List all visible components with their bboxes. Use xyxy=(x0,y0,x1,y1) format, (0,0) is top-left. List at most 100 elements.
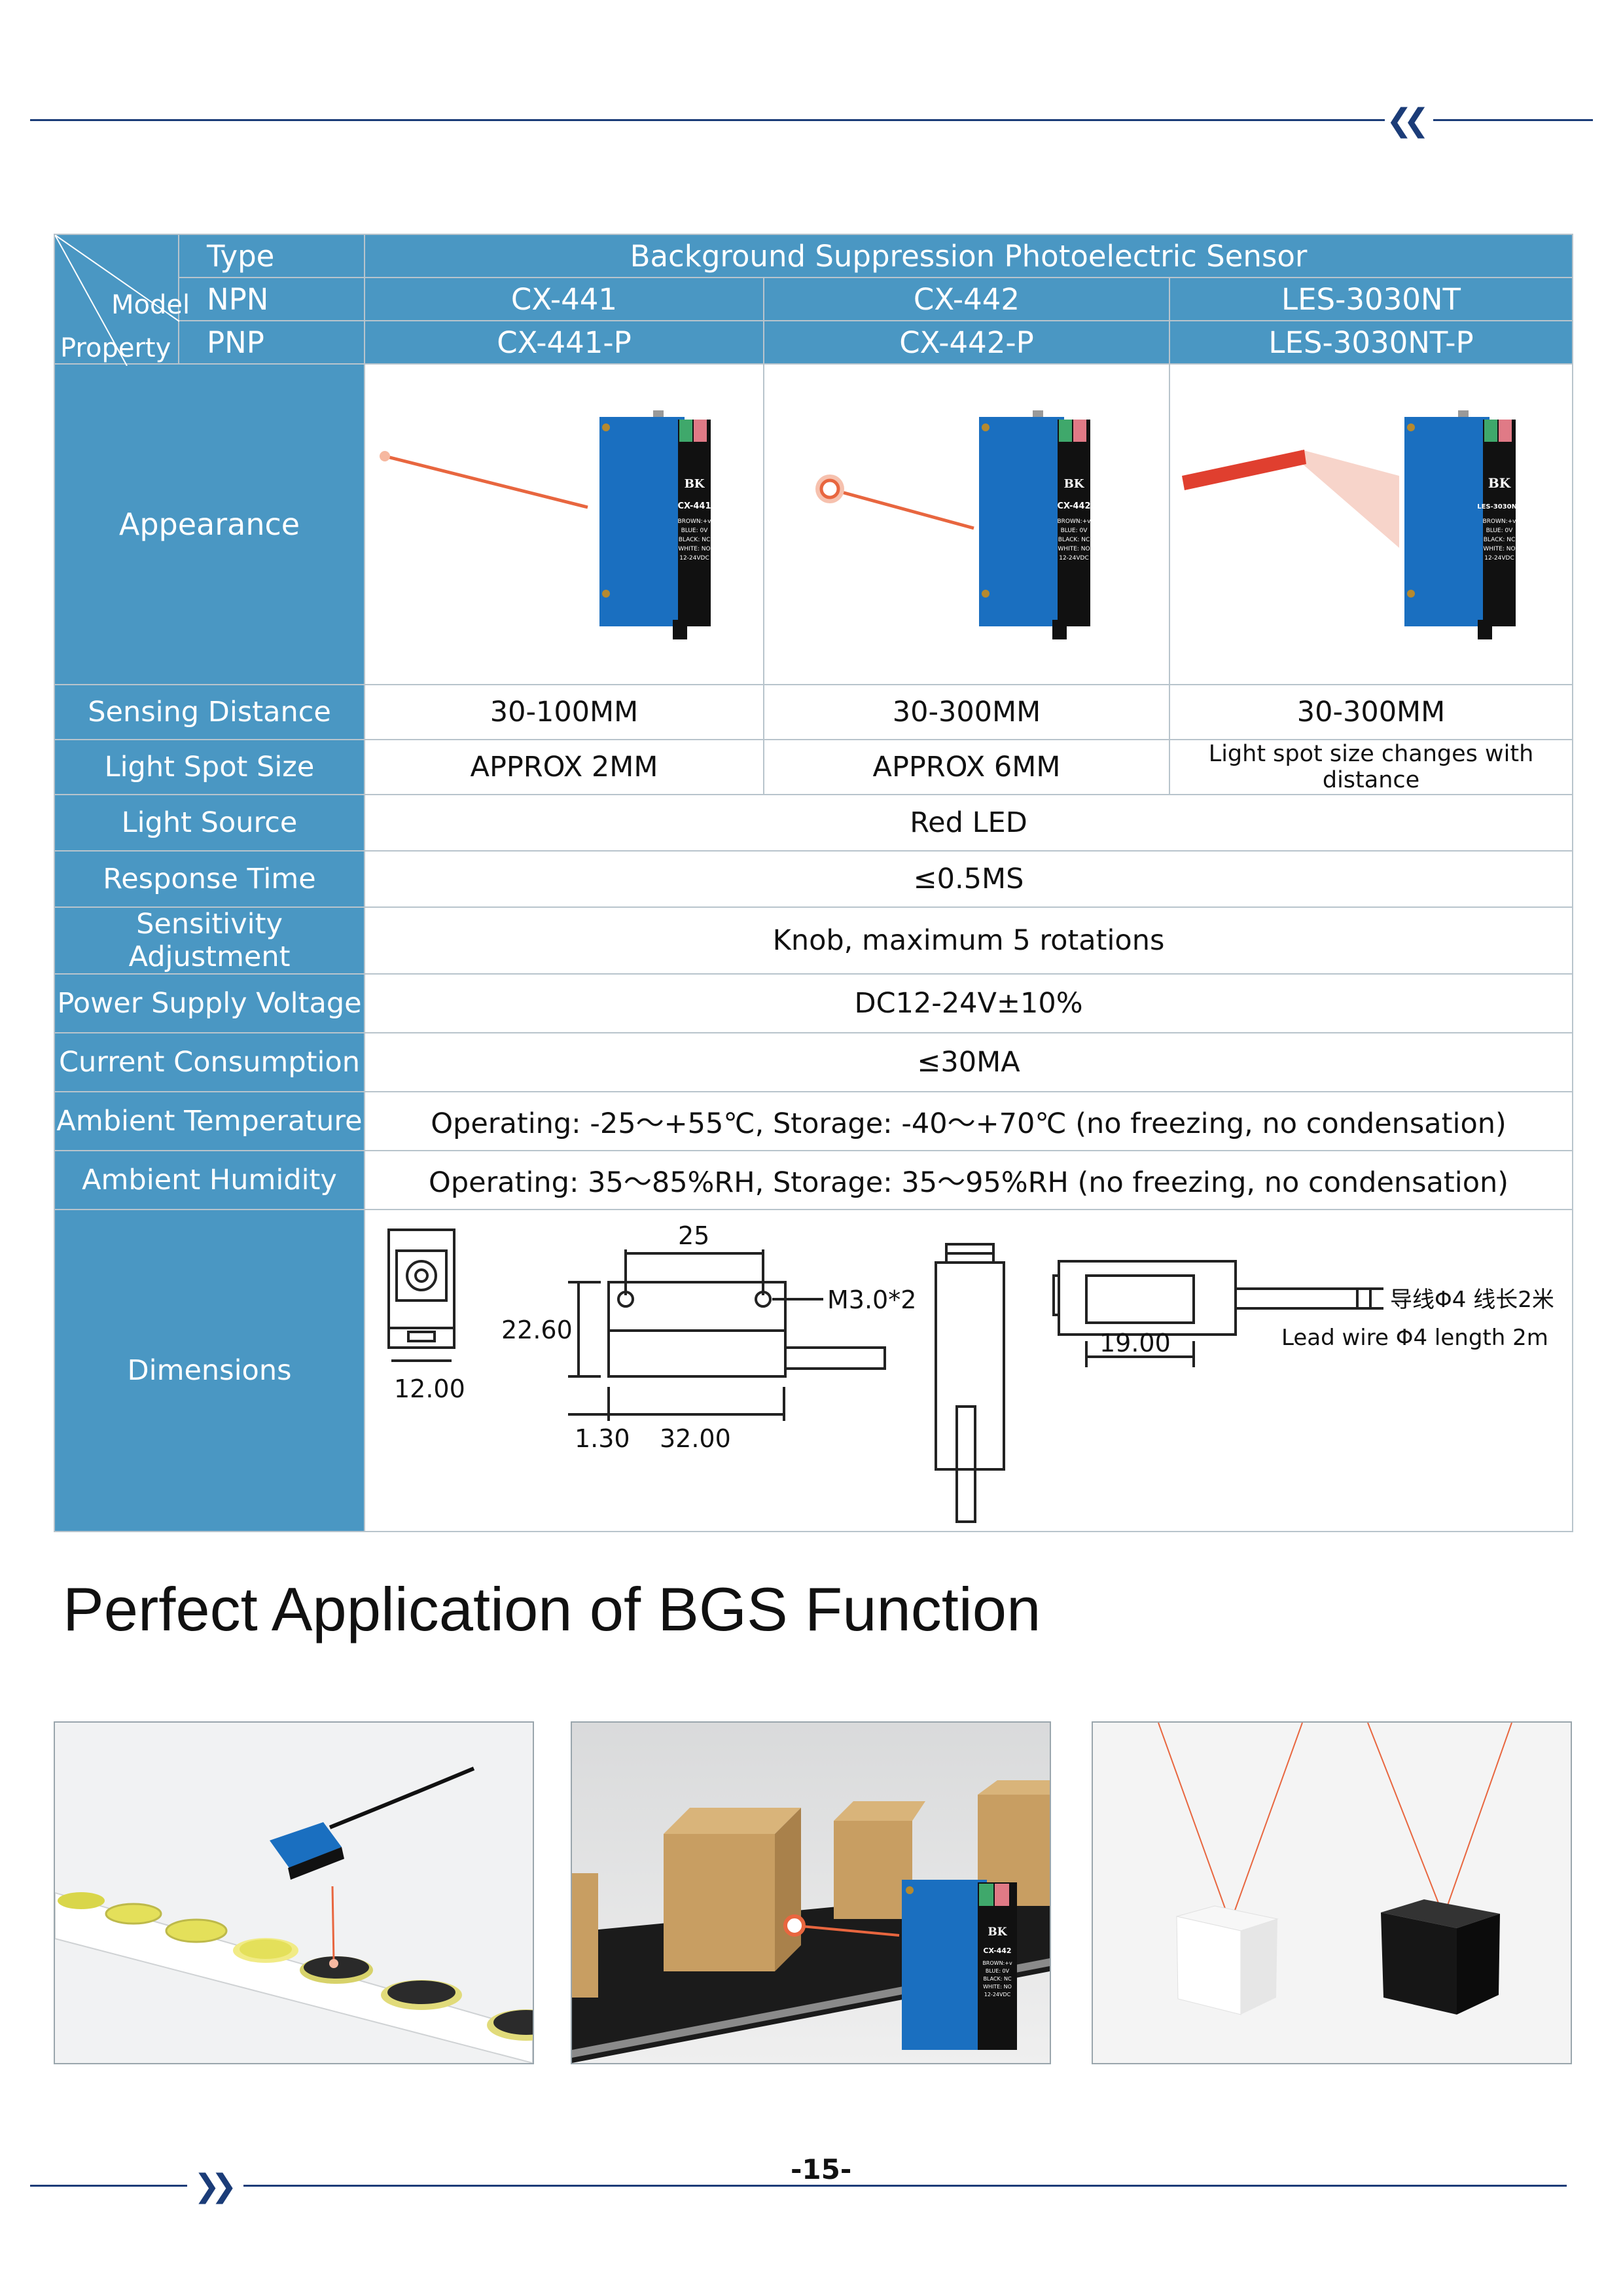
diagonal-divider xyxy=(55,235,179,366)
sensor-brand-text: BK xyxy=(685,477,705,491)
laser-beam-thin xyxy=(380,451,588,509)
conveyor-illustration xyxy=(55,1723,533,2063)
page-number: -15- xyxy=(791,2153,852,2185)
npn-model-1: CX-441 xyxy=(364,277,764,321)
dim-length: 32.00 xyxy=(660,1424,731,1453)
boxes-illustration: BK CX-442 BROWN:+v BLUE: 0V BLACK: NC WH… xyxy=(572,1723,1050,2063)
type-value: Background Suppression Photoelectric Sen… xyxy=(363,234,1574,278)
ambient-temperature-row: Ambient Temperature Operating: -25～+55℃,… xyxy=(54,1091,1574,1151)
sensor-spec-line: BROWN:+v xyxy=(1482,518,1516,525)
corner-model-label: Model xyxy=(111,290,190,320)
sensor-spec-line: 12-24VDC xyxy=(679,555,709,562)
sensor-spec-line: BLACK: NC xyxy=(1058,537,1090,543)
application-photo-cubes xyxy=(1092,1721,1572,2064)
laser-beam-spot xyxy=(815,475,974,530)
sensor-model-text: CX-442 xyxy=(1057,501,1090,511)
photo-sensor-line: WHITE: NO xyxy=(983,1984,1012,1990)
dimensions-row: Dimensions xyxy=(54,1209,1574,1532)
pnp-model-3: LES-3030NT-P xyxy=(1168,320,1574,365)
row-value: 30-300MM xyxy=(1168,684,1574,740)
light-source-row: Light Source Red LED xyxy=(54,794,1574,852)
row-value: ≤0.5MS xyxy=(363,850,1574,908)
row-value: APPROX 6MM xyxy=(763,739,1170,795)
npn-model-2: CX-442 xyxy=(763,277,1170,321)
type-row: Model Property Type Background Suppressi… xyxy=(54,234,1574,366)
sensor-les3030nt-image: BK LES-3030NT BROWN:+v BLUE: 0V BLACK: N… xyxy=(1404,410,1517,639)
row-label: Response Time xyxy=(54,850,365,908)
type-label: Type xyxy=(178,234,365,278)
sensor-cx441-image: BK CX-441 BROWN:+v BLUE: 0V BLACK: NC WH… xyxy=(599,410,711,639)
row-value: DC12-24V±10% xyxy=(363,973,1574,1033)
appearance-cx442: BK CX-442 BROWN:+v BLUE: 0V BLACK: NC WH… xyxy=(763,363,1170,685)
sensor-cx442-image: BK CX-442 BROWN:+v BLUE: 0V BLACK: NC WH… xyxy=(979,410,1091,639)
section-title: Perfect Application of BGS Function xyxy=(63,1575,1041,1643)
dim-width: 12.00 xyxy=(394,1374,465,1403)
application-photo-boxes: BK CX-442 BROWN:+v BLUE: 0V BLACK: NC WH… xyxy=(571,1721,1051,2064)
row-label: Power Supply Voltage xyxy=(54,973,365,1033)
bottom-rule-end xyxy=(243,2185,1567,2187)
response-time-row: Response Time ≤0.5MS xyxy=(54,850,1574,908)
dimensions-drawing-cell: 12.00 25 22.60 M3.0*2 1.30 32.00 19.00 导… xyxy=(363,1209,1574,1532)
sensor-spec-line: BLUE: 0V xyxy=(681,528,709,534)
photo-sensor-line: BLACK: NC xyxy=(983,1976,1012,1982)
row-value: Light spot size changes with distance xyxy=(1168,739,1574,795)
pnp-model-2: CX-442-P xyxy=(763,320,1170,365)
dimension-drawing: 12.00 25 22.60 M3.0*2 1.30 32.00 19.00 导… xyxy=(387,1221,1554,1523)
row-label: Ambient Temperature xyxy=(54,1091,365,1151)
power-supply-voltage-row: Power Supply Voltage DC12-24V±10% xyxy=(54,973,1574,1033)
row-label: Sensing Distance xyxy=(54,684,365,740)
application-photo-conveyor xyxy=(54,1721,534,2064)
appearance-label: Appearance xyxy=(54,363,365,685)
ambient-humidity-row: Ambient Humidity Operating: 35～85%RH, St… xyxy=(54,1150,1574,1210)
row-value: Red LED xyxy=(363,794,1574,852)
photo-sensor-line: BROWN:+v xyxy=(982,1960,1012,1966)
pnp-row: PNP CX-441-P CX-442-P LES-3030NT-P xyxy=(54,320,1574,365)
photo-sensor-line: BLUE: 0V xyxy=(986,1968,1010,1974)
row-value: Operating: 35～85%RH, Storage: 35～95%RH (… xyxy=(363,1150,1574,1210)
npn-model-3: LES-3030NT xyxy=(1168,277,1574,321)
sensor-model-text: LES-3030NT xyxy=(1477,503,1517,511)
npn-label: NPN xyxy=(178,277,365,321)
top-rule xyxy=(30,119,1385,121)
double-right-arrow-icon: ❯❯ xyxy=(194,2168,238,2204)
header-corner-cell: Model Property xyxy=(54,234,190,366)
light-spot-size-row: Light Spot Size APPROX 2MM APPROX 6MM Li… xyxy=(54,739,1574,795)
sensor-spec-line: BROWN:+v xyxy=(1057,518,1091,525)
dim-height: 22.60 xyxy=(501,1316,573,1344)
sensor-brand-text: BK xyxy=(1064,477,1085,491)
row-label: Current Consumption xyxy=(54,1032,365,1092)
photo-sensor-model: CX-442 xyxy=(983,1946,1011,1955)
photo-sensor-brand: BK xyxy=(988,1926,1007,1939)
cubes-illustration xyxy=(1093,1723,1571,2063)
row-label: Ambient Humidity xyxy=(54,1150,365,1210)
sensitivity-adjustment-row: Sensitivity Adjustment Knob, maximum 5 r… xyxy=(54,906,1574,975)
sensor-brand-text: BK xyxy=(1488,475,1511,491)
photo-sensor-line: 12-24VDC xyxy=(984,1992,1011,1998)
double-left-arrow-icon: ❮❮ xyxy=(1386,102,1430,139)
appearance-les3030nt: BK LES-3030NT BROWN:+v BLUE: 0V BLACK: N… xyxy=(1168,363,1574,685)
sensor-spec-line: BROWN:+v xyxy=(677,518,711,525)
sensor-spec-line: WHITE: NO xyxy=(1058,546,1090,552)
row-value: APPROX 2MM xyxy=(364,739,764,795)
sensor-spec-line: BLUE: 0V xyxy=(1061,528,1088,534)
laser-beam-wide xyxy=(1182,450,1399,548)
dim-wire-depth: 19.00 xyxy=(1099,1329,1171,1357)
dim-hole-spacing: 25 xyxy=(678,1221,709,1250)
top-rule-end xyxy=(1433,119,1593,121)
row-value: Knob, maximum 5 rotations xyxy=(363,906,1574,975)
row-label: Light Spot Size xyxy=(54,739,365,795)
sensor-spec-line: WHITE: NO xyxy=(678,546,710,552)
dim-wire-en: Lead wire Φ4 length 2m xyxy=(1281,1325,1548,1351)
bottom-rule xyxy=(30,2185,187,2187)
npn-row: NPN CX-441 CX-442 LES-3030NT xyxy=(54,277,1574,321)
dim-offset: 1.30 xyxy=(575,1424,630,1453)
sensor-spec-line: BLACK: NC xyxy=(679,537,711,543)
appearance-row: Appearance BK CX-441 xyxy=(54,363,1574,685)
pnp-label: PNP xyxy=(178,320,365,365)
corner-property-label: Property xyxy=(60,333,171,363)
pnp-model-1: CX-441-P xyxy=(364,320,764,365)
row-label: Light Source xyxy=(54,794,365,852)
sensing-distance-row: Sensing Distance 30-100MM 30-300MM 30-30… xyxy=(54,684,1574,740)
dim-wire-cn: 导线Φ4 线长2米 xyxy=(1390,1287,1554,1313)
row-value: 30-100MM xyxy=(364,684,764,740)
